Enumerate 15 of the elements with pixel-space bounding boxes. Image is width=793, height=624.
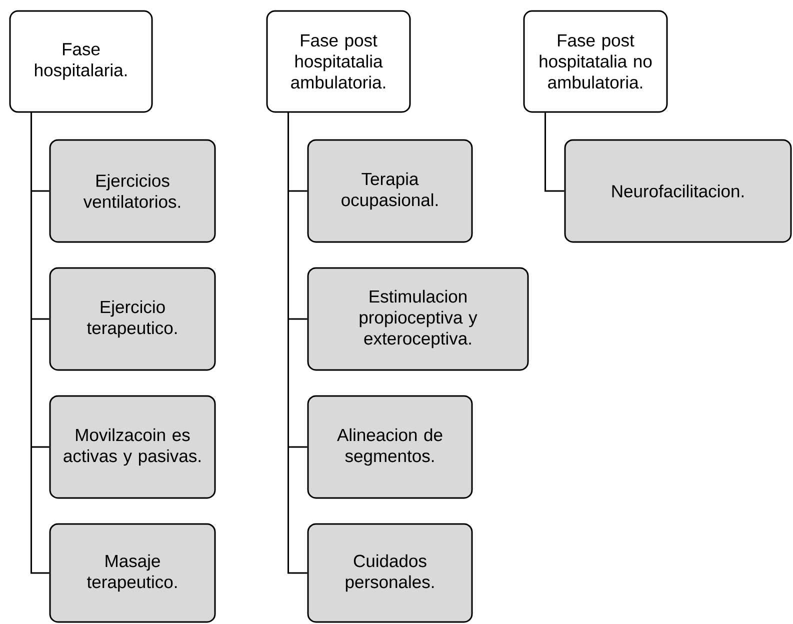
activity-box: Neurofacilitacion. xyxy=(564,139,792,243)
activity-box: Terapia ocupasional. xyxy=(307,139,473,243)
activity-box: Alineacion de segmentos. xyxy=(307,395,473,499)
activity-box: Ejercicios ventilatorios. xyxy=(49,139,216,243)
activity-box: Cuidados personales. xyxy=(307,523,473,623)
activity-box: Estimulacion propioceptiva y exteroceptiva. xyxy=(307,267,529,371)
activity-box: Movilzacoin es activas y pasivas. xyxy=(49,395,216,499)
phase-box: Fase post hospitatalia ambulatoria. xyxy=(266,10,411,113)
connector xyxy=(288,112,308,574)
phase-box: Fase hospitalaria. xyxy=(9,10,153,113)
activity-box: Ejercicio terapeutico. xyxy=(49,267,216,371)
connector xyxy=(544,112,564,192)
activity-box: Masaje terapeutico. xyxy=(49,523,216,623)
phase-box: Fase post hospitatalia no ambulatoria. xyxy=(523,10,668,113)
connector xyxy=(30,112,50,574)
